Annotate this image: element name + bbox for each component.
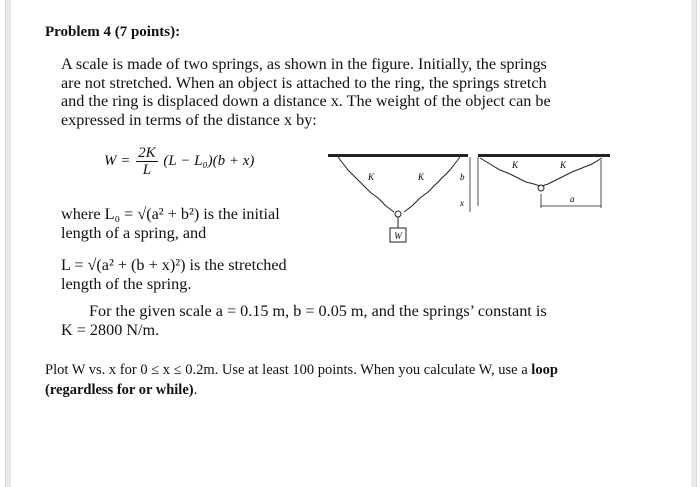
plot-text: Plot W vs. x for 0 ≤ x ≤ 0.2m. Use at le… [45,362,528,378]
document-page [5,0,697,487]
l0-definition: where L₀ = √(a² + b²) is the initial len… [61,205,280,243]
right-ceiling [478,154,610,157]
l-definition: L = √(a² + (b + x)²) is the stretched le… [61,256,287,294]
spring-k-label: K [367,172,375,182]
given-line: K = 2800 N/m. [61,321,160,339]
weight-box [389,227,407,243]
plot-bold-regardless: (regardless for or while) [45,382,194,398]
right-spring-1 [479,157,541,187]
l-line: L = √(a² + (b + x)²) is the stretched [61,256,287,274]
fraction-numerator: 2K [136,145,158,162]
left-spring-1 [337,156,395,213]
dimension-markers: b x [459,157,471,212]
left-ceiling [328,154,468,157]
formula-lhs: W = [104,152,131,169]
intro-line: expressed in terms of the distance x by: [61,110,317,129]
given-values: For the given scale a = 0.15 m, b = 0.05… [61,302,641,340]
right-scale-diagram: K K a [477,154,610,208]
given-line: For the given scale a = 0.15 m, b = 0.05… [89,302,547,320]
right-ring [537,184,545,192]
intro-line: A scale is made of two springs, as shown… [61,55,547,73]
left-ring [394,210,402,218]
weight-label: W [394,231,403,241]
plot-instructions: Plot W vs. x for 0 ≤ x ≤ 0.2m. Use at le… [45,360,665,400]
intro-line: are not stretched. When an object is att… [61,73,547,92]
spring-k-label: K [417,172,425,182]
right-spring-2 [541,157,603,187]
spring-k-label: K [559,160,567,170]
where-line: length of a spring, and [61,224,207,242]
problem-title: Problem 4 (7 points): [45,24,181,40]
l-line: length of the spring. [61,275,192,293]
weight-formula: W = 2K L (L − L₀)(b + x) [104,145,254,178]
right-border [691,0,696,487]
dimension-a-label: a [570,194,575,204]
dimension-x-label: x [459,198,464,208]
formula-fraction: 2K L [136,145,158,178]
plot-bold-loop: loop [531,362,558,378]
left-border [6,0,11,487]
plot-end: . [193,382,198,398]
dimension-b-label: b [460,172,465,182]
left-spring-2 [403,156,461,213]
fraction-denominator: L [142,162,152,178]
intro-paragraph: A scale is made of two springs, as shown… [61,55,621,129]
spring-k-label: K [511,160,519,170]
intro-line: and the ring is displaced down a distanc… [61,92,551,111]
spring-scale-figure: W K K b x K K a [328,154,610,243]
formula-rhs: (L − L₀)(b + x) [163,152,255,169]
where-line: where L₀ = √(a² + b²) is the initial [61,205,280,223]
left-scale-diagram: W K K [328,154,468,243]
